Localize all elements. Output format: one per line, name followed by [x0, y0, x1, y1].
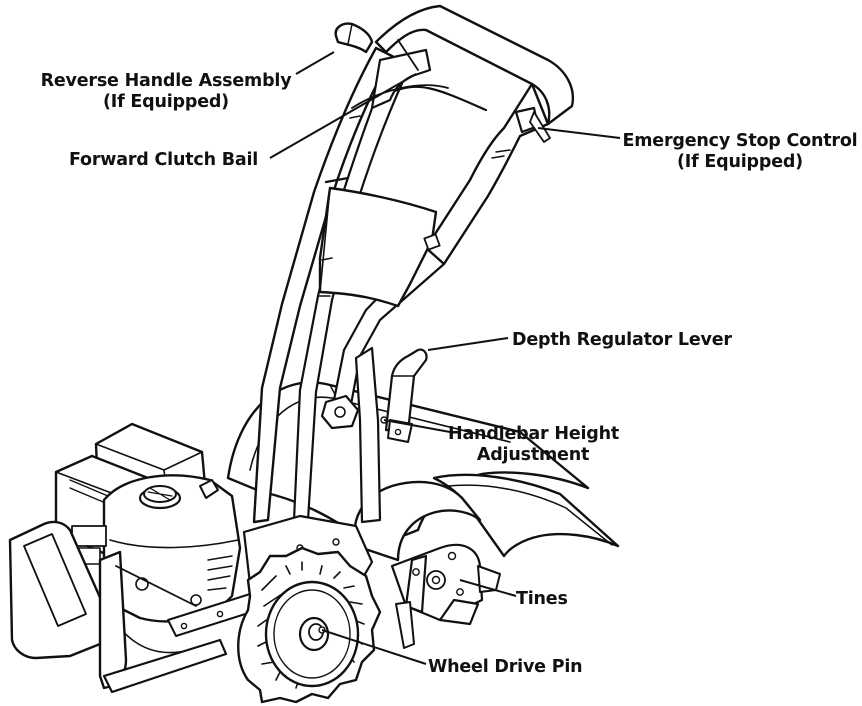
label-handlebar-height-line1: Handlebar Height — [448, 424, 620, 444]
callout-lines — [269, 51, 621, 665]
label-wheel-drive-pin-line1: Wheel Drive Pin — [428, 657, 583, 677]
callout-reverse-handle — [295, 51, 335, 75]
handlebar — [252, 4, 575, 524]
callout-wheel-drive-pin — [321, 629, 427, 665]
label-forward-clutch-line1: Forward Clutch Bail — [69, 150, 259, 170]
label-tines-line1: Tines — [516, 589, 568, 609]
callout-handlebar-height — [383, 419, 451, 433]
label-wheel-drive-pin: Wheel Drive Pin — [428, 657, 583, 678]
tine-shield-flap — [432, 473, 620, 558]
label-handlebar-height-line2: Adjustment — [476, 445, 590, 465]
label-emergency-stop-control: Emergency Stop Control (If Equipped) — [620, 131, 860, 173]
label-handlebar-height-adjustment: Handlebar Height Adjustment — [448, 424, 620, 466]
callout-depth-regulator — [427, 337, 509, 351]
callout-tines — [459, 579, 517, 597]
drive-wheel — [237, 546, 382, 704]
tines-assembly — [390, 543, 501, 649]
depth-regulator-lever — [384, 348, 428, 443]
label-emergency-stop-line2: (If Equipped) — [676, 152, 803, 172]
label-reverse-handle-line1: Reverse Handle Assembly — [40, 71, 292, 91]
label-forward-clutch-bail: Forward Clutch Bail — [69, 150, 258, 171]
callout-emergency-stop — [537, 127, 621, 139]
label-emergency-stop-line1: Emergency Stop Control — [622, 131, 858, 151]
callout-forward-clutch — [269, 73, 417, 159]
handlebar-height-knob — [320, 394, 388, 430]
label-reverse-handle-assembly: Reverse Handle Assembly (If Equipped) — [32, 71, 300, 113]
engine — [54, 422, 242, 654]
label-depth-regulator-lever: Depth Regulator Lever — [512, 330, 732, 351]
label-reverse-handle-line2: (If Equipped) — [102, 92, 229, 112]
label-depth-regulator-line1: Depth Regulator Lever — [512, 330, 732, 350]
label-tines: Tines — [516, 589, 568, 610]
